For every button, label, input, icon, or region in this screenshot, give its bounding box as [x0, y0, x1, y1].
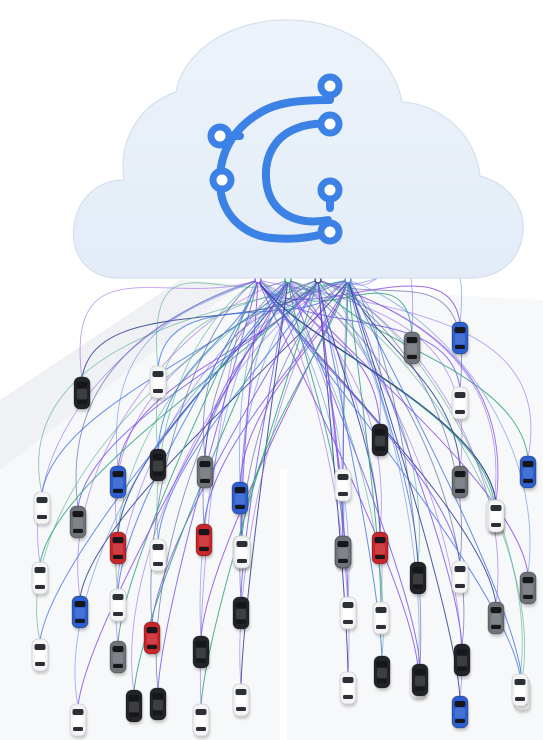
connection-wire: [257, 279, 419, 669]
connection-wire: [157, 279, 349, 369]
connection-wire: [39, 279, 319, 565]
connection-wire: [156, 279, 259, 542]
cloud-shape: [72, 19, 524, 279]
connection-wire: [38, 279, 349, 495]
car-black: [73, 376, 91, 412]
connection-wire: [157, 279, 319, 542]
car-gray: [403, 331, 421, 367]
car-gray: [519, 571, 537, 607]
connection-wire: [317, 279, 499, 503]
car-white: [451, 386, 469, 422]
car-black: [149, 687, 167, 723]
car-black: [371, 423, 389, 459]
connection-wire: [151, 279, 319, 625]
car-red: [143, 621, 161, 657]
car-white: [109, 588, 127, 624]
car-gray: [487, 601, 505, 637]
car-white: [31, 638, 49, 674]
connection-wire: [77, 279, 289, 707]
car-blue: [231, 481, 249, 517]
connection-wire: [79, 279, 259, 380]
connection-wire: [199, 279, 289, 639]
connection-wire: [117, 279, 319, 469]
car-white: [372, 601, 390, 637]
car-black: [411, 663, 429, 699]
car-white: [511, 673, 529, 709]
car-black: [192, 635, 210, 671]
connection-wire: [287, 279, 463, 699]
connection-wire: [287, 279, 421, 667]
car-black: [453, 643, 471, 679]
car-white: [149, 365, 167, 401]
car-red: [195, 523, 213, 559]
connection-wire: [257, 279, 384, 659]
connection-wire: [347, 279, 523, 681]
car-blue: [519, 455, 537, 491]
circuit-c-logo-icon: [207, 73, 343, 245]
car-black: [373, 655, 391, 691]
connection-wire: [347, 279, 531, 575]
car-black: [149, 448, 167, 484]
connection-wire: [287, 279, 525, 681]
connection-wire: [287, 279, 529, 575]
car-red: [109, 531, 127, 567]
connection-wire: [347, 279, 422, 667]
car-white: [334, 468, 352, 504]
car-blue: [71, 595, 89, 631]
connection-wire: [317, 279, 420, 669]
car-white: [192, 703, 210, 739]
car-gray: [451, 465, 469, 501]
car-blue: [451, 321, 469, 357]
car-white: [451, 560, 469, 596]
car-white: [339, 671, 357, 707]
car-white: [149, 538, 167, 574]
car-gray: [69, 505, 87, 541]
car-gray: [196, 455, 214, 491]
car-black: [125, 689, 143, 725]
connection-wire: [116, 279, 259, 469]
car-white: [69, 703, 87, 739]
car-black: [232, 596, 250, 632]
car-blue: [109, 465, 127, 501]
car-white: [33, 491, 51, 527]
car-black: [409, 561, 427, 597]
car-white: [487, 499, 505, 535]
connection-wire: [131, 279, 349, 693]
car-red: [371, 531, 389, 567]
car-white: [31, 561, 49, 597]
connection-wire: [257, 279, 497, 503]
car-white: [232, 683, 250, 719]
connection-wire: [317, 279, 523, 677]
connection-wire: [347, 279, 463, 647]
car-gray: [109, 640, 127, 676]
car-blue: [451, 695, 469, 731]
car-gray: [334, 535, 352, 571]
car-white: [233, 535, 251, 571]
car-white: [339, 596, 357, 632]
car-fleet: [31, 321, 537, 739]
